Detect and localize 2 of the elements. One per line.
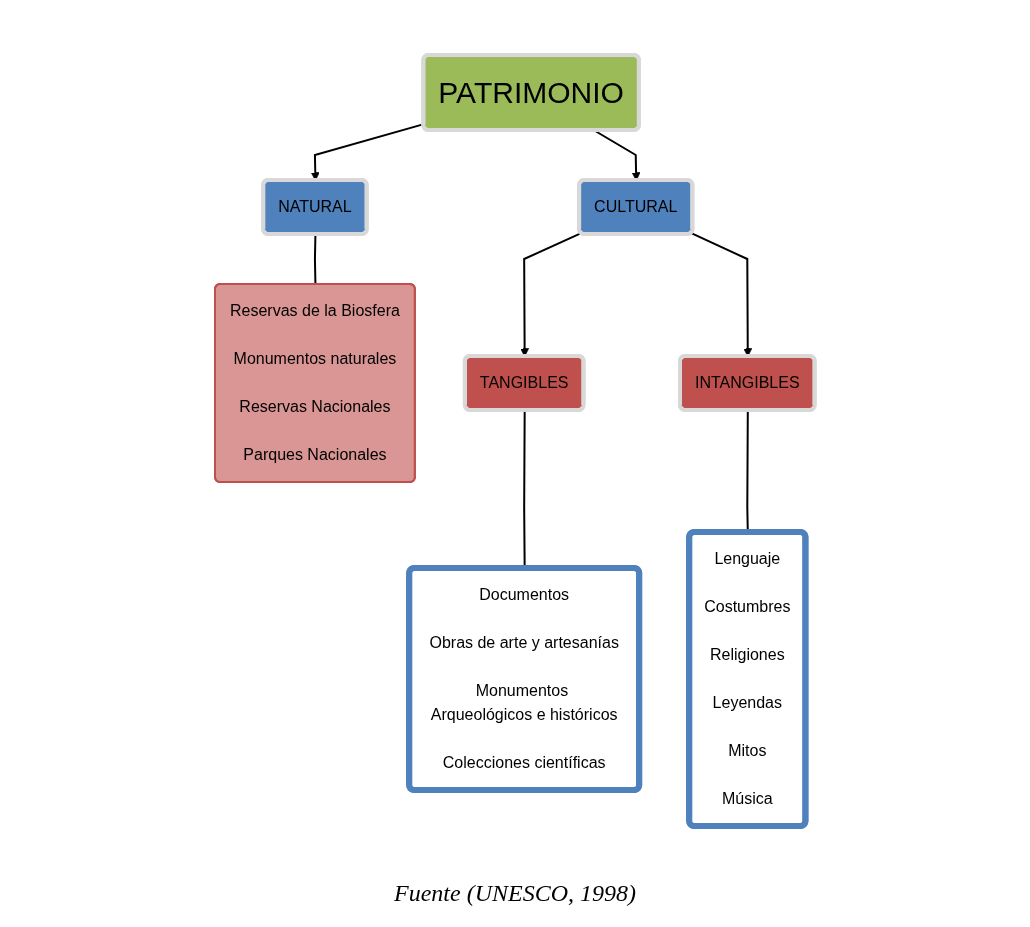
connector (314, 233, 317, 285)
caption: Fuente (UNESCO, 1998) (393, 880, 637, 907)
